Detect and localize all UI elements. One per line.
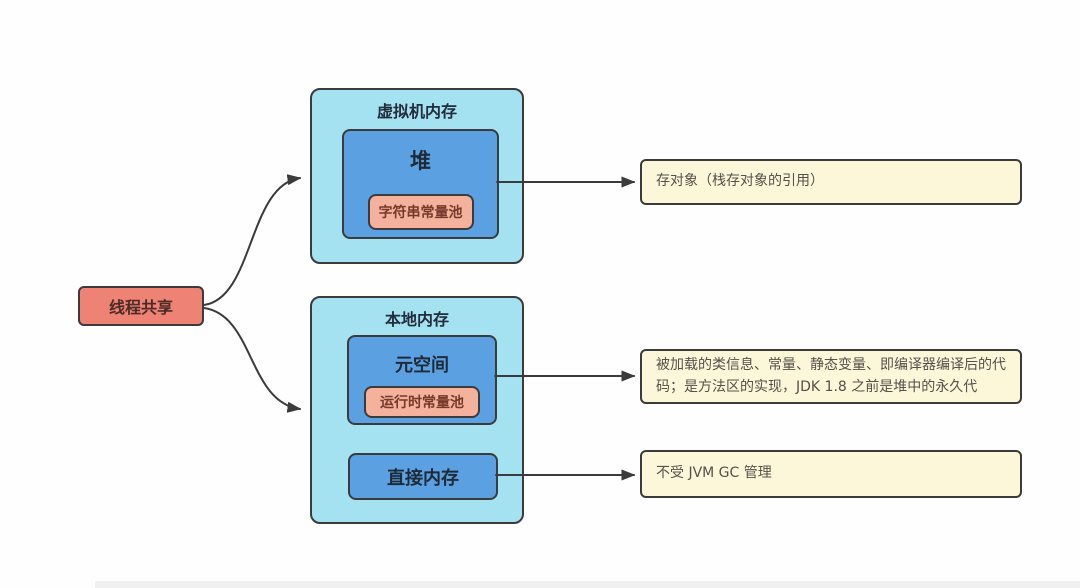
container-vm-memory: 虚拟机内存 堆 字符串常量池: [310, 88, 524, 264]
note-heap-text: 存对象（栈存对象的引用）: [656, 173, 824, 190]
node-runtime-constant-pool: 运行时常量池: [364, 386, 480, 418]
note-heap: 存对象（栈存对象的引用）: [640, 159, 1022, 205]
native-memory-title: 本地内存: [384, 310, 449, 329]
node-metaspace: 元空间 运行时常量池: [347, 335, 497, 425]
metaspace-label: 元空间: [395, 355, 449, 376]
note-metaspace: 被加载的类信息、常量、静态变量、即编译器编译后的代码；是方法区的实现，JDK 1…: [640, 349, 1022, 404]
node-string-constant-pool: 字符串常量池: [367, 194, 474, 230]
string-pool-label: 字符串常量池: [378, 205, 463, 221]
direct-memory-label: 直接内存: [387, 467, 459, 489]
runtime-pool-label: 运行时常量池: [380, 395, 464, 411]
node-direct-memory: 直接内存: [348, 453, 498, 500]
heap-label: 堆: [410, 149, 431, 173]
page-bottom-edge: [95, 581, 1080, 588]
note-metaspace-text: 被加载的类信息、常量、静态变量、即编译器编译后的代码；是方法区的实现，JDK 1…: [656, 356, 1006, 395]
edge-thread-to-native: [203, 307, 302, 413]
thread-shared-label: 线程共享: [108, 298, 173, 317]
node-heap: 堆 字符串常量池: [342, 129, 499, 239]
note-direct-text: 不受 JVM GC 管理: [656, 465, 772, 482]
vm-memory-title: 虚拟机内存: [376, 102, 457, 121]
container-native-memory: 本地内存 元空间 运行时常量池 直接内存: [310, 296, 524, 524]
node-thread-shared: 线程共享: [78, 286, 204, 326]
edge-thread-to-vm: [203, 174, 302, 306]
note-direct: 不受 JVM GC 管理: [640, 450, 1022, 498]
